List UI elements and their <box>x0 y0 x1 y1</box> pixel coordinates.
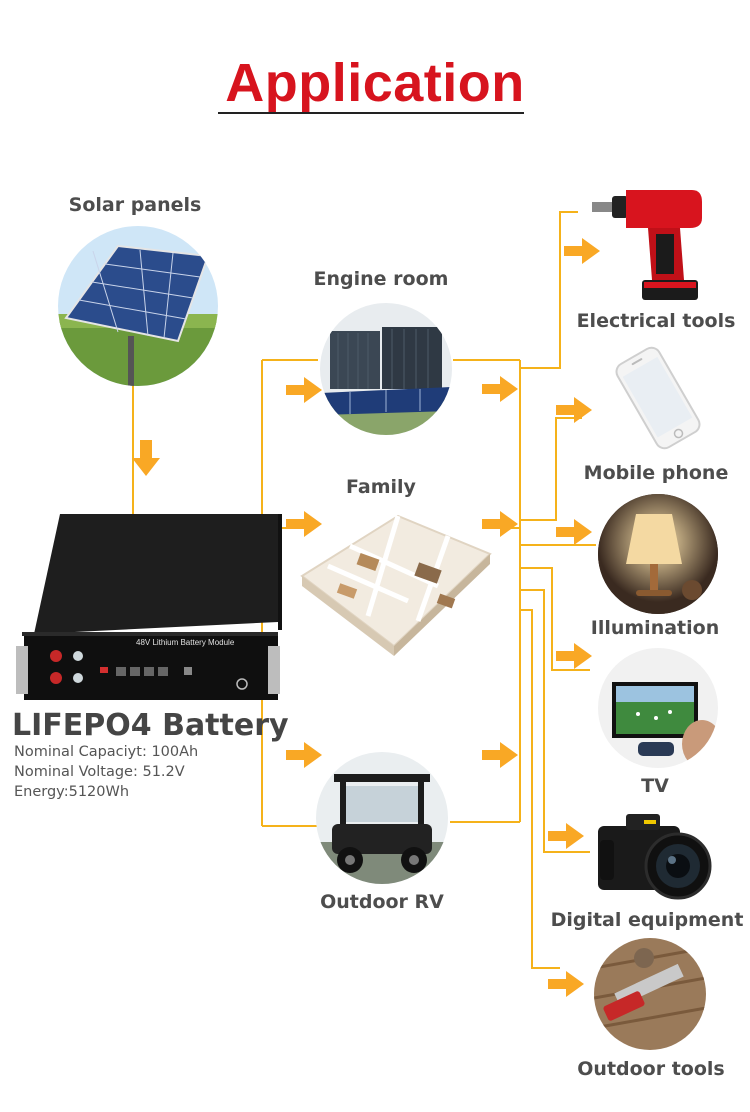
television-icon <box>598 648 718 768</box>
battery-module-image: 48V Lithium Battery Module <box>16 512 282 704</box>
house-floorplan-icon <box>298 506 494 656</box>
label-digital-equipment: Digital equipment <box>550 909 744 931</box>
battery-name: LIFEPO4 Battery <box>12 708 289 743</box>
smartphone-icon <box>606 346 710 450</box>
arrow-markers <box>132 238 600 997</box>
battery-energy: Energy:5120Wh <box>14 784 130 800</box>
golf-cart-photo-icon <box>316 752 448 884</box>
label-family: Family <box>346 476 416 498</box>
container-station-photo-icon <box>320 303 452 435</box>
label-solar-panels: Solar panels <box>68 194 202 216</box>
title-underline <box>218 112 524 114</box>
label-tv: TV <box>641 775 669 797</box>
label-outdoor-tools: Outdoor tools <box>577 1058 725 1080</box>
label-electrical-tools: Electrical tools <box>576 310 736 332</box>
label-engine-room: Engine room <box>313 268 449 290</box>
table-lamp-icon <box>598 494 718 614</box>
label-mobile-phone: Mobile phone <box>583 462 729 484</box>
hand-tool-icon <box>594 938 706 1050</box>
camera-icon <box>596 810 714 900</box>
battery-voltage: Nominal Voltage: 51.2V <box>14 764 185 780</box>
page-title: Application <box>225 53 525 113</box>
battery-capacity: Nominal Capaciyt: 100Ah <box>14 744 199 760</box>
label-illumination: Illumination <box>590 617 720 639</box>
label-outdoor-rv: Outdoor RV <box>320 891 444 913</box>
drill-icon <box>592 184 704 304</box>
solar-panel-photo-icon <box>58 226 218 386</box>
battery-module-text: 48V Lithium Battery Module <box>136 638 235 647</box>
